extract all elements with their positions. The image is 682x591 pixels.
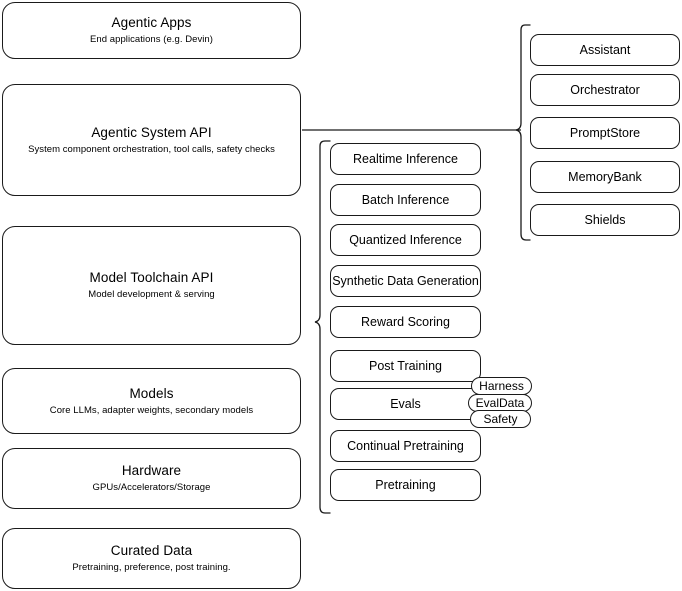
eval-subcomponent-label: Safety (483, 412, 518, 426)
eval-subcomponent-label: EvalData (475, 396, 525, 410)
brace-system-components (515, 24, 531, 241)
component-label: Quantized Inference (349, 233, 462, 247)
brace-toolchain-components (314, 140, 331, 514)
layer-title: Agentic Apps (111, 15, 192, 30)
component-label: Evals (390, 397, 421, 411)
layer-subtitle: Pretraining, preference, post training. (72, 562, 231, 573)
eval-subcomponent-safety[interactable]: Safety (470, 410, 531, 428)
component-post-training[interactable]: Post Training (330, 350, 481, 382)
component-label: Post Training (369, 359, 442, 373)
component-label: Realtime Inference (353, 152, 458, 166)
layer-subtitle: Core LLMs, adapter weights, secondary mo… (49, 404, 254, 416)
component-orchestrator[interactable]: Orchestrator (530, 74, 680, 106)
component-reward-scoring[interactable]: Reward Scoring (330, 306, 481, 338)
component-label: PromptStore (569, 126, 641, 140)
component-label: Synthetic Data Generation (332, 274, 479, 288)
component-realtime-inference[interactable]: Realtime Inference (330, 143, 481, 175)
component-label: Orchestrator (570, 83, 640, 97)
eval-subcomponent-harness[interactable]: Harness (471, 377, 532, 395)
component-quantized-inference[interactable]: Quantized Inference (330, 224, 481, 256)
layer-title: Agentic System API (91, 124, 212, 140)
layer-models[interactable]: Models Core LLMs, adapter weights, secon… (2, 368, 301, 434)
layer-title: Models (129, 385, 174, 401)
layer-subtitle: End applications (e.g. Devin) (90, 34, 213, 45)
component-synthetic-data-generation[interactable]: Synthetic Data Generation (330, 265, 481, 297)
component-label: Continual Pretraining (347, 439, 464, 453)
layer-agentic-system-api[interactable]: Agentic System API System component orch… (2, 84, 301, 196)
component-label: Shields (584, 213, 626, 227)
layer-model-toolchain-api[interactable]: Model Toolchain API Model development & … (2, 226, 301, 345)
component-label: Pretraining (375, 478, 436, 492)
component-batch-inference[interactable]: Batch Inference (330, 184, 481, 216)
component-label: MemoryBank (568, 170, 642, 184)
component-continual-pretraining[interactable]: Continual Pretraining (330, 430, 481, 462)
layer-subtitle: Model development & serving (88, 289, 215, 300)
component-label: Reward Scoring (361, 315, 450, 329)
layer-title: Model Toolchain API (89, 270, 214, 285)
layer-subtitle: System component orchestration, tool cal… (28, 143, 275, 155)
layer-subtitle: GPUs/Accelerators/Storage (92, 482, 211, 493)
component-evals[interactable]: Evals (330, 388, 481, 420)
layer-title: Curated Data (110, 543, 193, 558)
layer-agentic-apps[interactable]: Agentic Apps End applications (e.g. Devi… (2, 2, 301, 59)
component-label: Assistant (579, 43, 631, 57)
component-pretraining[interactable]: Pretraining (330, 469, 481, 501)
component-label: Batch Inference (361, 193, 450, 207)
component-assistant[interactable]: Assistant (530, 34, 680, 66)
layer-curated-data[interactable]: Curated Data Pretraining, preference, po… (2, 528, 301, 589)
component-memorybank[interactable]: MemoryBank (530, 161, 680, 193)
eval-subcomponent-label: Harness (479, 379, 524, 393)
component-promptstore[interactable]: PromptStore (530, 117, 680, 149)
component-shields[interactable]: Shields (530, 204, 680, 236)
layer-title: Hardware (121, 463, 182, 478)
layer-hardware[interactable]: Hardware GPUs/Accelerators/Storage (2, 448, 301, 509)
